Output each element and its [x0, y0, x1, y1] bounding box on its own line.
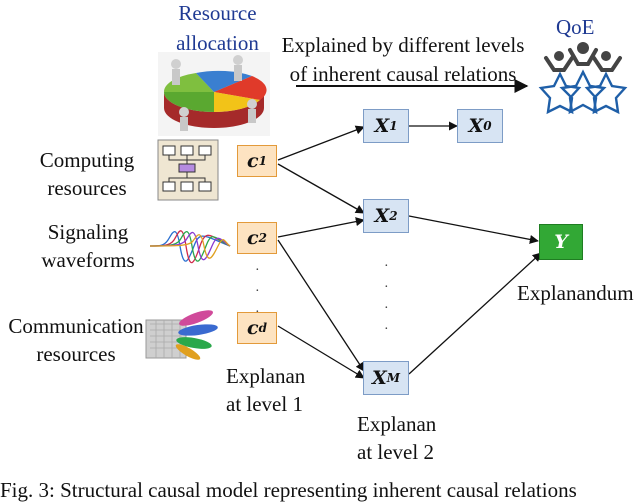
computing-line2: resources [47, 176, 127, 200]
communication-antenna-icon [145, 310, 218, 360]
explained-line1: Explained by different levels [281, 33, 525, 57]
edge-x2-y [408, 215, 539, 244]
node-xm-subscript: M [386, 371, 401, 385]
node-xm-symbol: X [371, 367, 387, 389]
explanan-level1-line1: Explanan [226, 364, 306, 388]
edge-cd-xm [277, 325, 365, 379]
figure-caption: Fig. 3: Structural causal model represen… [0, 478, 577, 502]
signaling-line2: waveforms [41, 248, 135, 272]
node-y-symbol: Y [554, 231, 568, 253]
explanan-level2-line1: Explanan [357, 412, 437, 436]
qoe-people-icon [538, 42, 628, 115]
node-cd-subscript: d [258, 321, 267, 335]
edge-c2-xm [277, 239, 365, 372]
explanan-level1-label: Explanan at level 1 [226, 364, 305, 416]
node-x1-symbol: X [374, 115, 390, 137]
explanan-level2-label: Explanan at level 2 [357, 412, 436, 464]
edge-c1-x2 [277, 163, 365, 214]
node-y: Y [539, 224, 583, 260]
resource-label-line2: allocation [176, 31, 259, 55]
communication-line1: Communication [8, 314, 144, 338]
edge-c1-x1 [277, 125, 365, 161]
explanan-level2-line2: at level 2 [357, 440, 434, 464]
node-c2-symbol: c [247, 227, 259, 249]
computing-network-icon [157, 139, 219, 201]
node-x2-subscript: 2 [389, 209, 398, 223]
signaling-waveforms-label: Signaling waveforms [28, 220, 148, 272]
node-c2-subscript: 2 [258, 231, 267, 245]
resource-allocation-label: Resource allocation [160, 1, 275, 55]
node-c1-subscript: 1 [258, 154, 267, 168]
pie-chart-teamwork-icon [158, 52, 270, 136]
edge-c2-x2 [277, 217, 365, 238]
communication-resources-label: Communication resources [2, 314, 150, 366]
explanandum-label: Explanandum [517, 281, 634, 305]
node-x0-symbol: X [468, 115, 484, 137]
computing-resources-label: Computing resources [30, 148, 144, 200]
computing-line1: Computing [39, 148, 135, 172]
node-x1-subscript: 1 [389, 119, 398, 133]
node-cd-symbol: c [247, 317, 259, 339]
vertical-dots-c: ··· [255, 263, 260, 320]
explained-label: Explained by different levels of inheren… [268, 33, 538, 86]
qoe-label: QoE [556, 15, 595, 39]
signaling-line1: Signaling [47, 220, 129, 244]
resource-label-line1: Resource [178, 1, 257, 25]
communication-line2: resources [36, 342, 116, 366]
edge-xm-y [408, 252, 542, 375]
explained-line2: of inherent causal relations [289, 62, 517, 86]
node-c1-symbol: c [247, 150, 259, 172]
waveform-icon [149, 230, 231, 264]
explanan-level1-line2: at level 1 [226, 392, 303, 416]
node-x2-symbol: X [374, 205, 390, 227]
node-x0-subscript: 0 [483, 119, 492, 133]
vertical-dots-x: ···· [384, 259, 389, 337]
